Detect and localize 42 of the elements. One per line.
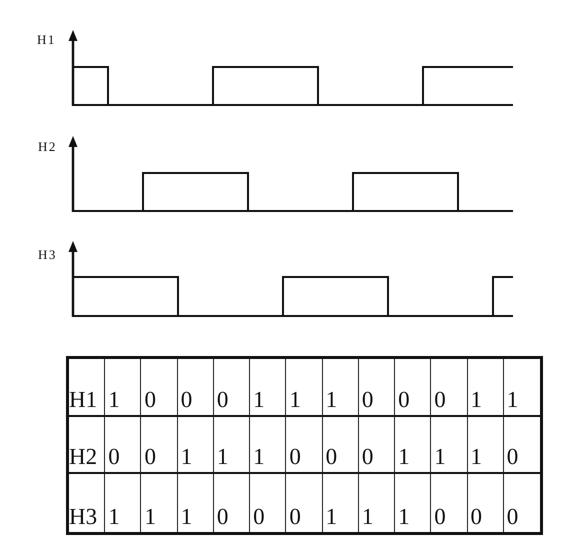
bit-value: 0 (216, 388, 228, 411)
bit-value: 1 (434, 445, 446, 468)
signal-label: H1 (37, 33, 56, 46)
bit-value: 1 (108, 388, 120, 411)
bit-value: 0 (253, 505, 265, 528)
bit-value: 1 (362, 505, 374, 528)
bit-value: 1 (253, 445, 265, 468)
row-label: H3 (69, 505, 98, 528)
bit-value: 1 (180, 445, 192, 468)
bit-value: 0 (362, 445, 374, 468)
bit-value: 0 (398, 388, 410, 411)
bit-value: 1 (470, 388, 482, 411)
bit-value: 0 (506, 445, 518, 468)
bit-value: 1 (326, 505, 338, 528)
signal-label: H3 (38, 248, 57, 261)
bit-value: 1 (398, 505, 410, 528)
bit-value: 0 (108, 445, 120, 468)
bit-value: 0 (506, 505, 518, 528)
row-label: H1 (69, 388, 98, 411)
bit-value: 0 (289, 505, 301, 528)
bit-value: 0 (470, 505, 482, 528)
bit-value: 1 (180, 505, 192, 528)
bit-value: 1 (398, 445, 410, 468)
bit-value: 0 (180, 388, 192, 411)
bit-value: 1 (470, 445, 482, 468)
bit-value: 0 (326, 445, 338, 468)
bit-value: 1 (506, 388, 518, 411)
bit-value: 0 (362, 388, 374, 411)
bit-value: 0 (144, 388, 156, 411)
bit-value: 1 (108, 505, 120, 528)
bit-value: 1 (326, 388, 338, 411)
bit-value: 0 (434, 388, 446, 411)
bit-value: 0 (434, 505, 446, 528)
bit-value: 1 (144, 505, 156, 528)
bit-value: 1 (253, 388, 265, 411)
bit-value: 1 (216, 445, 228, 468)
bit-value: 0 (216, 505, 228, 528)
bit-value: 0 (144, 445, 156, 468)
row-label: H2 (69, 445, 98, 468)
bit-value: 0 (289, 445, 301, 468)
signal-label: H2 (38, 140, 57, 153)
bit-value: 1 (289, 388, 301, 411)
